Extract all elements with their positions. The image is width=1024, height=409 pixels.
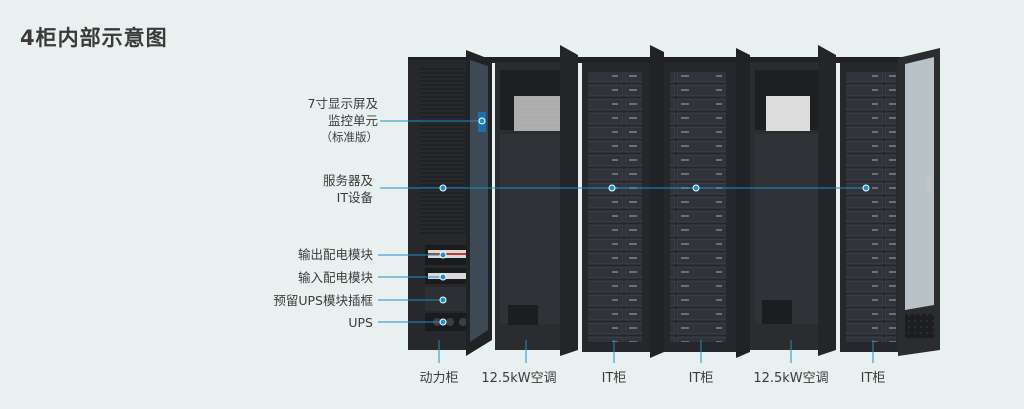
it-cabinet-3 <box>840 48 940 356</box>
callout-display-line1: 7寸显示屏及 <box>307 96 378 111</box>
callout-output-pdu: 输出配电模块 <box>297 247 373 262</box>
callout-input-pdu: 输入配电模块 <box>297 270 373 285</box>
cabinet-label-ac-2: 12.5kW空调 <box>753 371 829 386</box>
cabinet-label-power: 动力柜 <box>419 371 459 386</box>
callout-ups: UPS <box>348 315 373 330</box>
cabinet-label-it-1: IT柜 <box>601 371 627 386</box>
power-cabinet <box>408 50 492 356</box>
bottom-ticks <box>438 340 874 363</box>
input-pdu-module <box>428 273 466 279</box>
glass-door <box>905 57 934 310</box>
it-cabinet-2 <box>664 48 750 358</box>
callout-lines <box>378 117 870 326</box>
callout-servers-line1: 服务器及 <box>322 173 373 188</box>
cabinet-label-ac-1: 12.5kW空调 <box>481 371 557 386</box>
ac-cabinet-2 <box>750 45 836 356</box>
page-title: 4柜内部示意图 <box>20 26 168 50</box>
ups-frame <box>425 287 470 311</box>
callout-servers-line2: IT设备 <box>336 190 373 205</box>
ac-cabinet-1 <box>495 45 578 356</box>
it-cabinet-1 <box>582 45 664 358</box>
callout-ups-frame: 预留UPS模块插框 <box>273 293 373 308</box>
cabinet-label-it-2: IT柜 <box>688 371 714 386</box>
callout-display-line2: 监控单元 <box>327 113 378 128</box>
callout-display-line3: （标准版） <box>320 130 379 144</box>
cabinet-label-it-3: IT柜 <box>860 371 886 386</box>
